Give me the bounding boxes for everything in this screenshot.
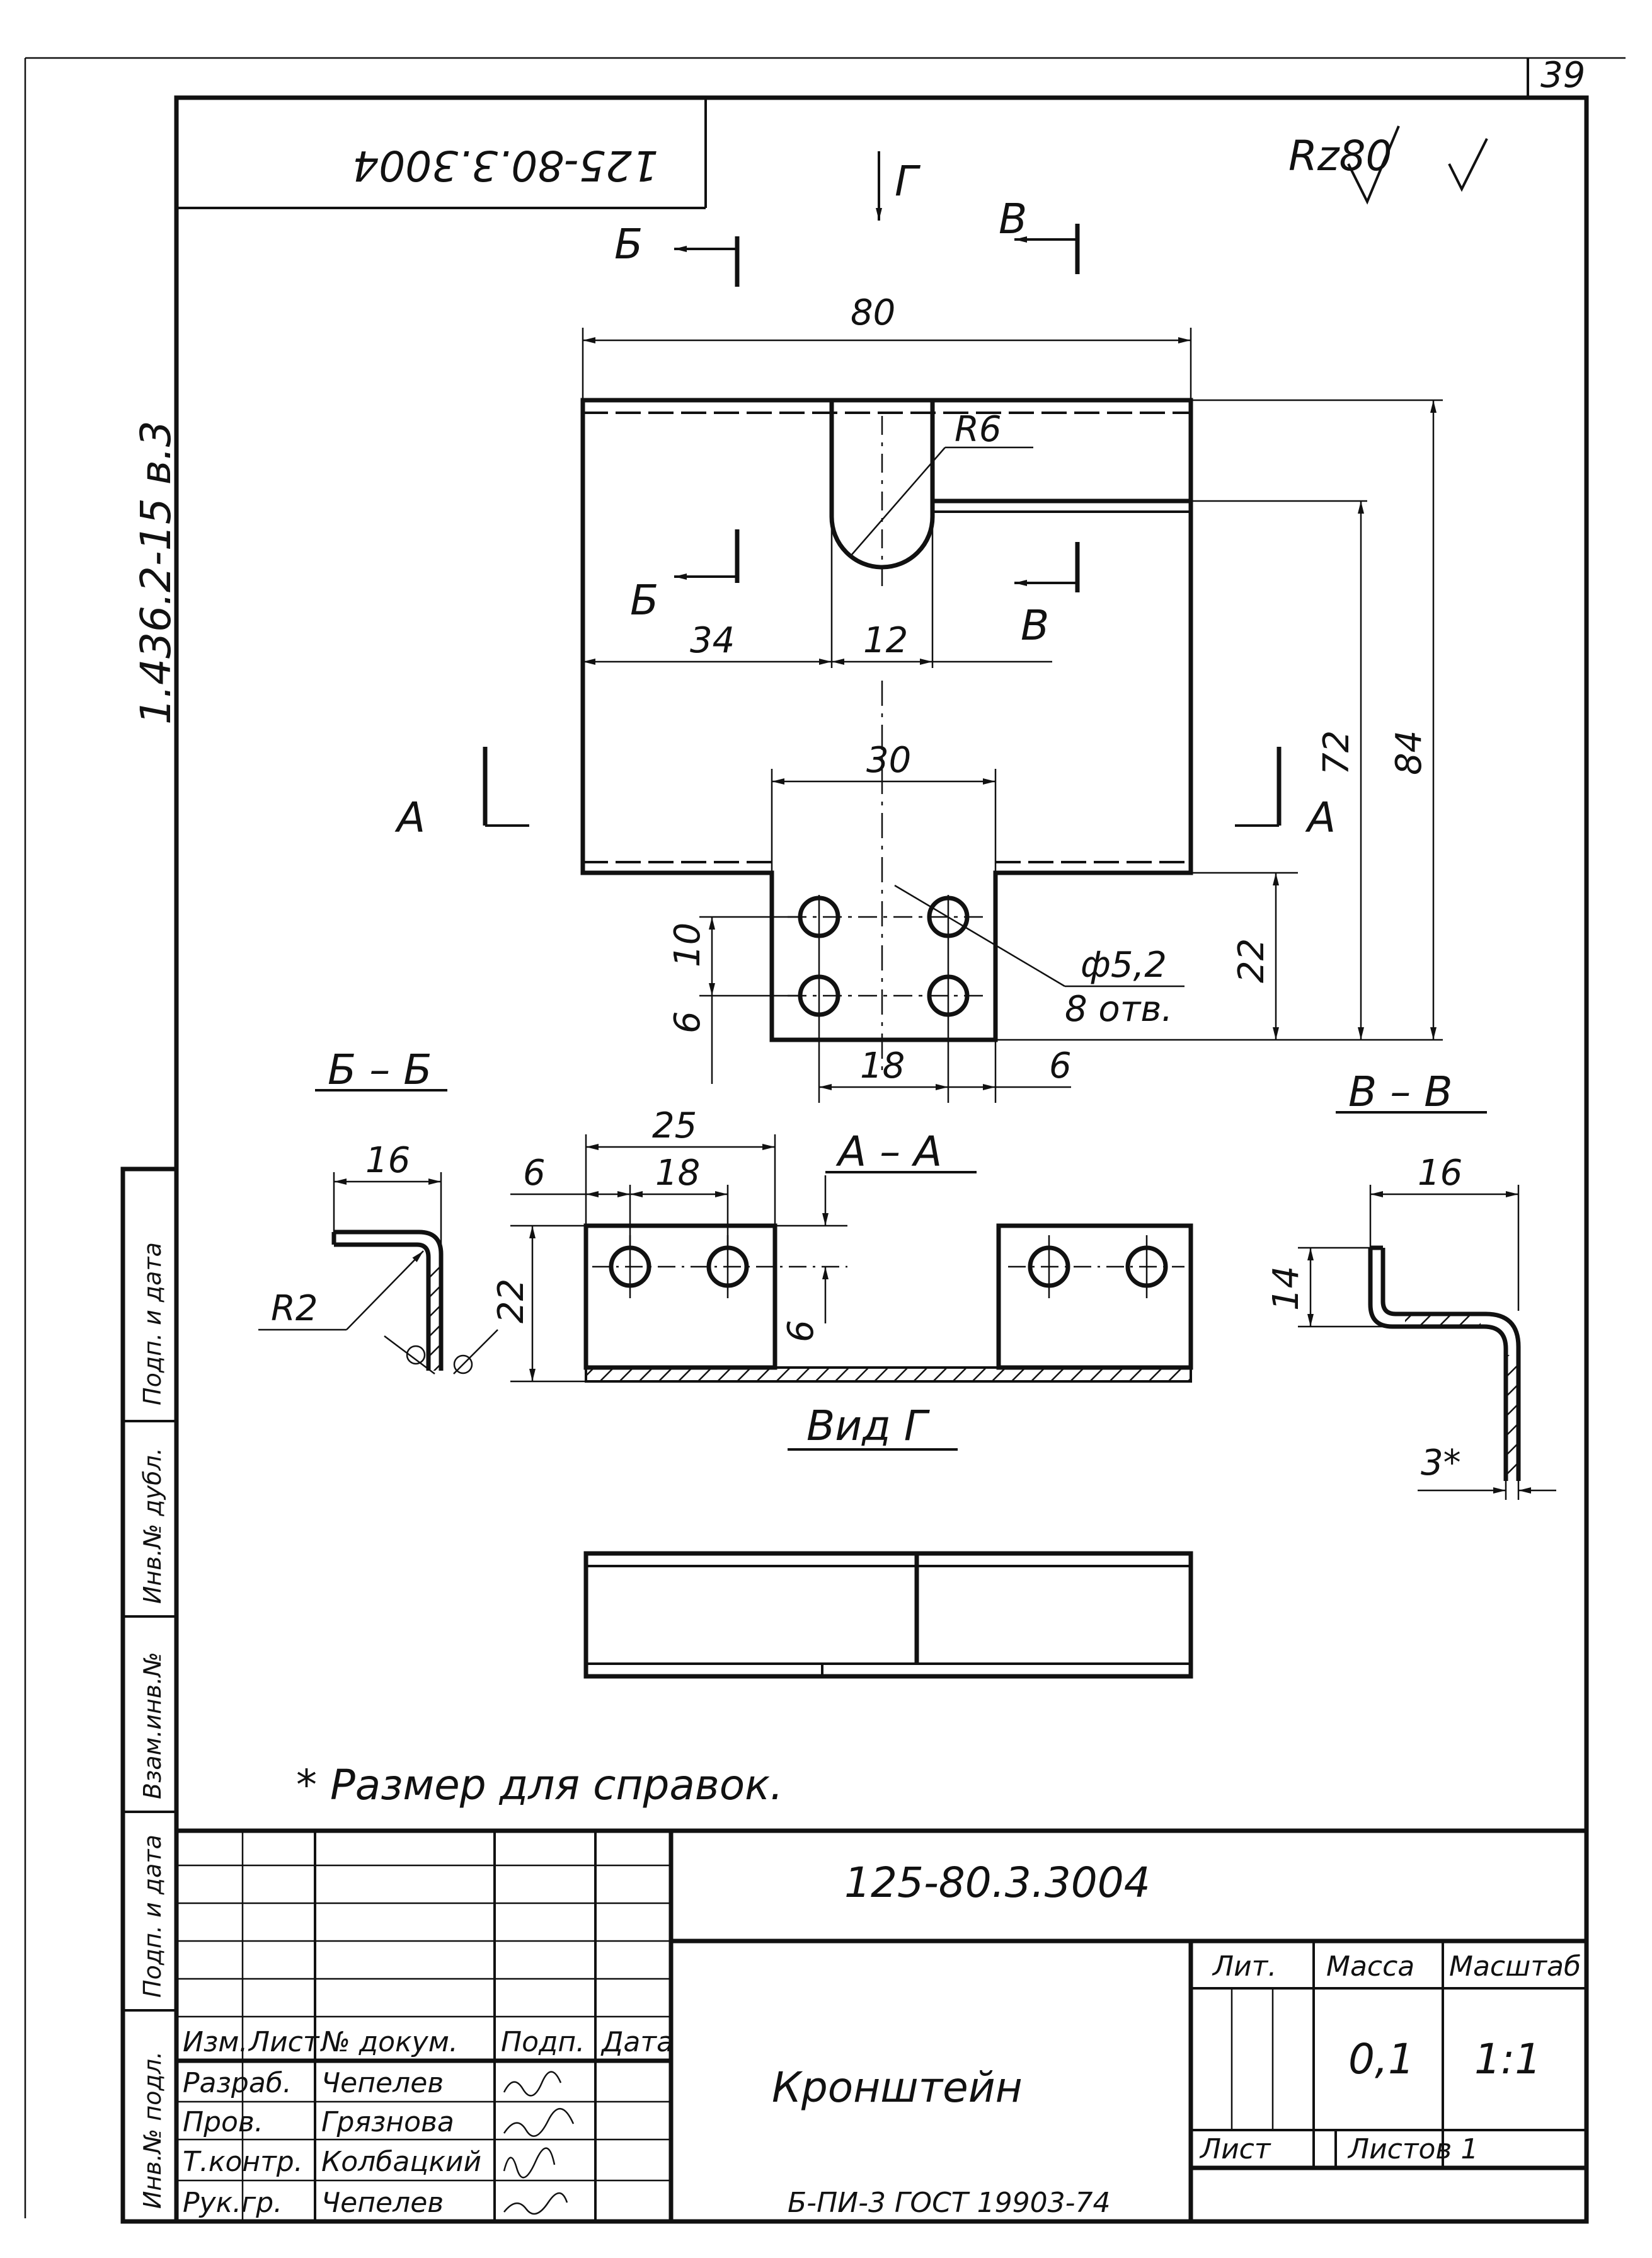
hole-2 [927,896,970,938]
dim-22-right: 22 [1231,938,1272,983]
scale-value: 1:1 [1474,2035,1541,2083]
sheets-label: Листов 1 [1347,2133,1478,2165]
view-g-arrow-label: Г [895,157,921,205]
vv-dim-3: 3* [1421,1443,1461,1483]
row-1-name: Чепелев [321,2067,444,2099]
section-vv-title: В – В [1348,1068,1453,1116]
designation: 125-80.3.3004 [844,1858,1150,1907]
dim-18: 18 [860,1045,905,1086]
hole-diameter: ф5,2 [1081,945,1167,986]
dim-34: 34 [690,620,735,661]
sheet-label: Лист [1199,2133,1271,2165]
view-g-arrow: Г [876,151,921,221]
side-stamp-2: Инв.№ дубл. [139,1448,166,1604]
cut-b-top: Б [614,220,740,287]
view-g-title: Вид Г [806,1402,931,1450]
section-bb-title: Б – Б [328,1045,432,1094]
aa-dim-22: 22 [491,1279,532,1323]
dim-r6: R6 [955,409,1002,450]
aa-dim-25: 25 [652,1105,697,1146]
hole-count: 8 отв. [1065,989,1173,1030]
mass-value: 0,1 [1348,2035,1414,2083]
side-stamp-1: Подп. и дата [139,1242,166,1405]
top-code-box: 125-80.3.3004 [176,98,707,209]
aa-dim-6: 6 [523,1153,546,1194]
col-izm: Изм. [183,2026,248,2058]
standard: Б-ПИ-3 ГОСТ 19903-74 [788,2187,1111,2219]
reference-note: * Размер для справок. [296,1761,783,1809]
dim-30: 30 [866,740,911,781]
cut-v-top-label: В [999,195,1027,243]
section-bb: Б – Б 16 R2 [258,1045,498,1374]
col-doc: № докум. [319,2026,458,2058]
dim-72: 72 [1316,730,1357,775]
bb-r2: R2 [271,1288,318,1329]
row-2-role: Пров. [183,2106,263,2138]
dim-80: 80 [851,292,895,333]
cut-b-inner-label: Б [630,576,658,625]
aa-dim-18: 18 [655,1153,700,1194]
row-3-name: Колбацкий [321,2146,481,2178]
section-aa-title: А – А [835,1127,942,1176]
row-3-role: Т.контр. [183,2146,303,2178]
mass-header: Масса [1326,1950,1414,1983]
vv-dim-16: 16 [1418,1153,1462,1194]
holes [788,895,983,1021]
side-stamp: Подп. и дата Инв.№ дубл. Взам.инв.№ Подп… [120,1166,179,2224]
signature-4 [503,2192,568,2215]
view-g: Вид Г [583,1402,1193,1679]
cut-v-top: В [999,195,1080,274]
signature-3 [503,2147,556,2179]
dim-12: 12 [863,620,908,661]
hole-4 [927,974,970,1017]
part-name: Кронштейн [772,2063,1023,2112]
dim-6-left: 6 [667,1011,708,1034]
cut-v-inner-label: В [1021,601,1049,650]
page-number: 39 [1540,55,1585,96]
side-stamp-4: Подп. и дата [139,1835,166,1998]
col-list: Лист [248,2026,320,2058]
roughness-value: Rz80 [1288,132,1392,180]
section-aa: А – А 25 6 18 22 [491,1105,1193,1383]
cut-b-top-label: Б [614,220,643,268]
signature-2 [503,2107,575,2137]
side-stamp-5: Инв.№ подл. [139,2051,166,2209]
signature-1 [503,2071,562,2097]
lit-header: Лит. [1212,1950,1276,1983]
series-code: 1.436.2-15 в.3 [132,420,180,725]
side-stamp-3: Взам.инв.№ [139,1652,166,1799]
top-code: 125-80.3.3004 [352,141,658,190]
main-view: 80 R6 Б В 34 12 30 [394,292,1443,1103]
row-4-name: Чепелев [321,2187,444,2219]
cut-a-left-label: А [394,793,425,842]
title-block: Изм. Лист № докум. Подп. Дата Разраб. Че… [176,1828,1586,2221]
dim-10: 10 [667,923,708,967]
row-1-role: Разраб. [183,2067,292,2099]
aa-dim-6-vertical: 6 [781,1320,822,1342]
dim-84: 84 [1389,730,1430,775]
dim-6-bottom: 6 [1049,1045,1072,1086]
scale-header: Масштаб [1449,1950,1581,1983]
col-date: Дата [600,2026,674,2058]
sheet-frame: 39 [24,55,1626,2224]
section-vv: В – В 16 14 3* [1266,1068,1556,1500]
bb-dim-16: 16 [365,1140,410,1181]
col-sign: Подп. [501,2026,585,2058]
cut-a-right-label: А [1305,793,1336,842]
vv-dim-14: 14 [1266,1266,1307,1311]
row-4-role: Рук.гр. [183,2187,282,2219]
roughness-mark: Rz80 [1288,125,1488,205]
row-2-name: Грязнова [321,2106,454,2138]
